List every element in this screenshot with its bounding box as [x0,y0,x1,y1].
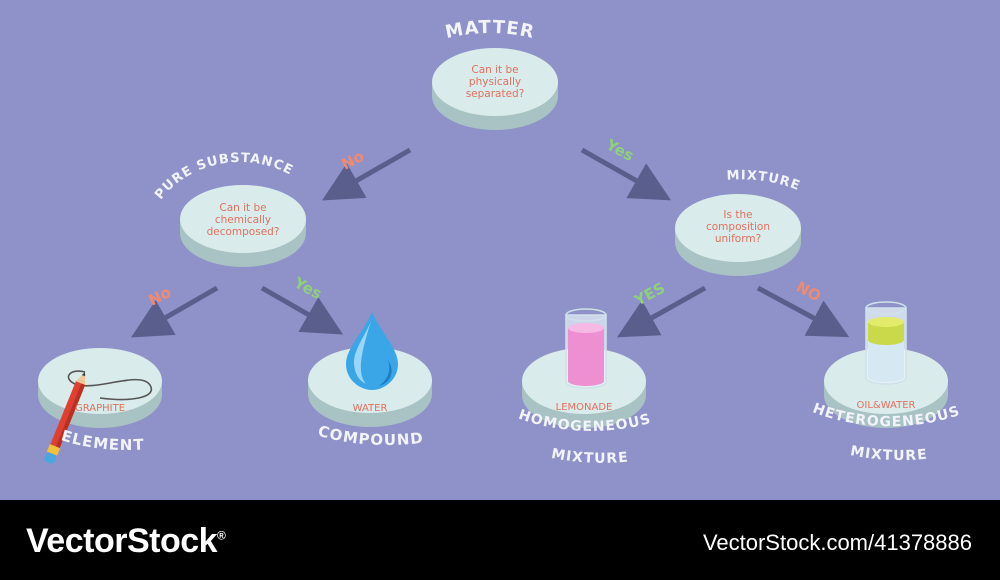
compound-example-label: WATER [353,403,388,414]
matter-question-line-2: physically [469,76,521,88]
node-heterogeneous-mixture: OIL&WATER HETEROGENEOUS MIXTURE [810,301,961,464]
brand-registered-mark: ® [217,528,226,543]
label-mixture-no: NO [793,278,824,306]
classification-diagram: No Yes No Yes YES NO Can it be physicall… [38,17,961,467]
label-pure-yes: Yes [290,273,325,303]
matter-title: MATTER [443,17,536,43]
glass-oil-water-icon [865,301,907,385]
diagram-stage: No Yes No Yes YES NO Can it be physicall… [0,0,1000,500]
glass-pink-liquid-icon [565,308,607,389]
watermark-footer: VectorStock® VectorStock.com/41378886 [0,500,1000,580]
element-title: ELEMENT [59,426,145,454]
heterogeneous-example-label: OIL&WATER [857,400,916,411]
node-matter: Can it be physically separated? MATTER [432,17,558,130]
label-pure-no: No [145,283,174,310]
pure-question-line-1: Can it be [219,202,266,214]
arrow-matter-mixture [580,147,672,201]
brand-name: VectorStock [26,522,218,560]
node-element: GRAPHITE ELEMENT [38,348,162,464]
pure-question-line-2: chemically [215,214,271,226]
arrows [130,147,850,338]
label-mixture-yes: YES [631,279,669,310]
arrow-pure-element [130,285,219,338]
arrow-matter-pure [321,147,412,201]
element-example-label: GRAPHITE [75,403,125,414]
water-drop-icon [346,312,398,390]
matter-question-line-3: separated? [466,88,525,100]
mixture-question-line-3: uniform? [715,233,761,245]
arrow-mixture-homogeneous [616,285,707,338]
homogeneous-title-line-2: MIXTURE [550,446,629,467]
mixture-title: MIXTURE [726,168,802,194]
node-pure-substance: Can it be chemically decomposed? PURE SU… [152,151,306,267]
mixture-question-line-1: Is the [723,209,752,221]
node-compound: WATER COMPOUND [308,312,432,449]
pencil-icon [44,372,86,464]
label-matter-yes: Yes [602,135,637,165]
graphite-scribble [67,370,153,401]
node-homogeneous-mixture: LEMONADE HOMOGENEOUS MIXTURE [516,308,652,467]
matter-question-line-1: Can it be [471,64,518,76]
heterogeneous-title-line-2: MIXTURE [849,443,928,464]
label-matter-no: No [338,147,367,174]
mixture-question-line-2: composition [706,221,770,233]
node-mixture: Is the composition uniform? MIXTURE [675,168,802,276]
vectorstock-logo: VectorStock® [26,522,226,561]
pure-question-line-3: decomposed? [207,226,280,238]
arrow-pure-compound [260,285,344,335]
image-id: VectorStock.com/41378886 [702,530,972,555]
arrow-mixture-heterogeneous [756,285,850,338]
homogeneous-example-label: LEMONADE [556,402,613,413]
